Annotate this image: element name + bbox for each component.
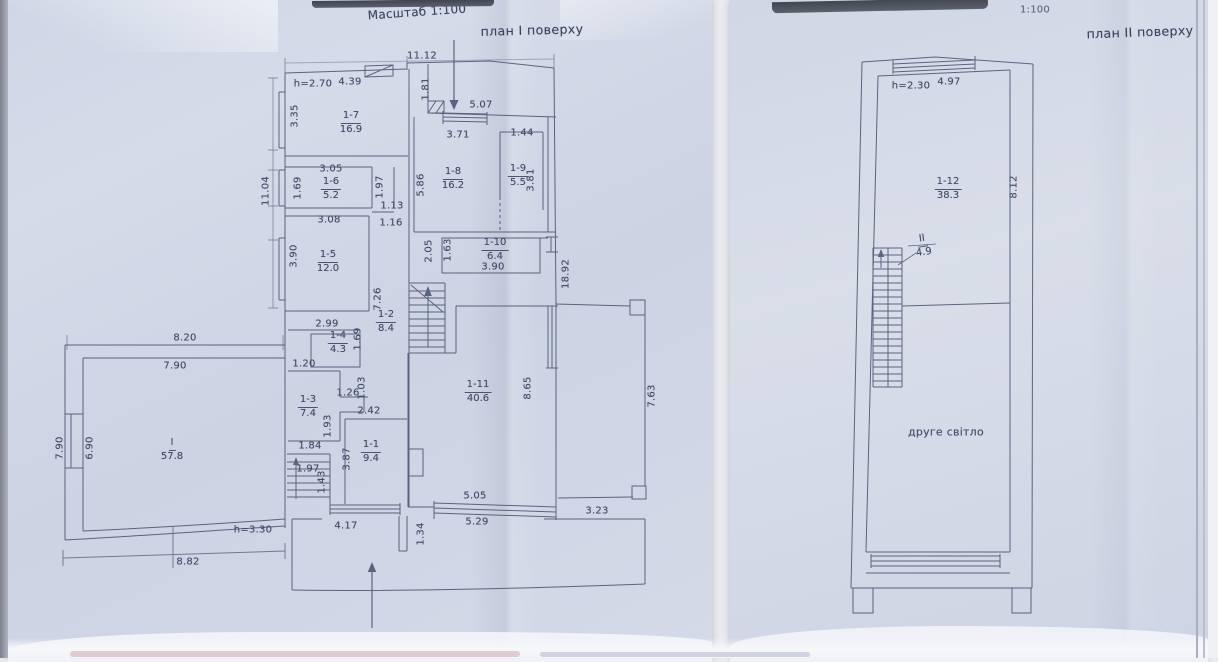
dim-label: 4.17 [334, 520, 358, 532]
height-label: h=3.30 [233, 524, 273, 536]
dim-label: 3.35 [289, 104, 301, 128]
dim-label: 1.34 [415, 522, 427, 546]
dim-label: 8.82 [176, 556, 200, 568]
room-label-1-7: 1-7 16.9 [339, 110, 363, 135]
dim-label: 5.29 [465, 516, 489, 528]
plan2-windows-icon [870, 56, 1001, 568]
dim-label: 6.90 [84, 436, 96, 460]
plan2-stairs-icon [872, 247, 903, 388]
dim-label: 1.13 [380, 200, 404, 212]
dim-label: 1.84 [298, 440, 322, 452]
room-label-1-9: 1-9 5.5 [507, 163, 529, 188]
floor-plan-page-2 [730, 0, 1208, 658]
dim-label: 3.90 [288, 244, 300, 268]
dim-label: 1.03 [356, 376, 368, 400]
dim-label: 5.05 [463, 490, 487, 502]
room-label-1-4: 1-4 4.3 [327, 330, 349, 355]
room-label-1-6: 1-6 5.2 [320, 176, 342, 201]
dim-label: 1.20 [292, 358, 316, 370]
scale-fragment-label: 1:100 [1019, 4, 1051, 16]
room-label-1-2: 1-2 8.4 [375, 309, 397, 334]
dim-label: 1.69 [352, 327, 364, 351]
dim-label: 4.39 [338, 76, 362, 88]
dim-label: 1.97 [296, 463, 320, 475]
scanner-background [0, 638, 1218, 658]
page-right-edge [1208, 0, 1218, 658]
porch-entrance-arrow-up-icon [367, 562, 377, 628]
dim-label: 3.05 [319, 163, 343, 175]
dim-label: 3.87 [341, 447, 353, 471]
stair-direction-arrow-icon [877, 249, 885, 257]
plan1-arrows [293, 40, 459, 628]
page-right-edge-line [1203, 0, 1205, 658]
dim-label: 1.81 [420, 77, 432, 101]
dim-label: 8.20 [173, 332, 197, 344]
dim-label: 11.04 [260, 176, 272, 206]
scan-color-smear [70, 651, 520, 657]
page-left-edge-shadow [0, 0, 8, 658]
scan-color-smear [540, 652, 810, 657]
plan2-arrows [877, 249, 885, 257]
dim-label: 1.16 [379, 217, 403, 229]
dim-label: 2.42 [357, 405, 381, 417]
dim-label: 8.12 [1008, 175, 1020, 199]
height-label: h=2.30 [891, 80, 931, 92]
room-label-I: I 57.8 [160, 437, 184, 462]
dim-label: 2.99 [315, 318, 339, 330]
room-label-1-8: 1-8 16.2 [441, 166, 465, 191]
dim-label: 3.08 [317, 214, 341, 226]
page-right-edge-line [1196, 0, 1198, 658]
dim-label: 18.92 [560, 259, 572, 289]
room-label-1-12: 1-12 38.3 [934, 176, 962, 201]
plan1-stairs-icon [287, 282, 446, 503]
plan1-windows-icon [65, 64, 558, 469]
stair-label: ІІ 4.9 [915, 232, 933, 259]
plan1-title: план І поверху [480, 21, 584, 39]
dim-label: 1.26 [336, 387, 360, 399]
second-light-note: друге світло [908, 425, 984, 439]
room-label-1-1: 1-1 9.4 [360, 439, 382, 464]
dim-label: 7.63 [646, 384, 658, 408]
dim-label: 1.69 [292, 176, 304, 200]
height-label: h=2.70 [293, 78, 333, 90]
dim-label: 3.23 [585, 505, 609, 517]
floor-plan-page-1 [8, 0, 712, 658]
dim-label: 1.43 [316, 470, 328, 494]
entrance-arrow-down-icon [449, 40, 459, 110]
dim-label: 1.63 [442, 238, 454, 262]
room-label-1-3: 1-3 7.4 [297, 394, 319, 419]
dim-label: 5.86 [415, 173, 427, 197]
dim-label: 8.65 [522, 376, 534, 400]
dim-label: 3.90 [481, 261, 505, 273]
dim-label: 7.26 [372, 287, 384, 311]
dim-label: 1.93 [322, 414, 334, 438]
dim-label: 7.90 [54, 436, 66, 460]
dim-label: 1.97 [374, 175, 386, 199]
dim-label: 1.44 [510, 127, 534, 139]
dim-label: 7.90 [163, 360, 187, 372]
room-label-1-10: 1-10 6.4 [481, 237, 509, 262]
dim-label: 4.97 [937, 76, 961, 88]
dim-label: 11.12 [407, 50, 437, 62]
stair-direction-arrow-icon [293, 457, 299, 465]
room-label-1-5: 1-5 12.0 [316, 249, 340, 274]
room-label-1-11: 1-11 40.6 [464, 379, 492, 404]
dim-label: 2.05 [423, 239, 435, 263]
dim-label: 5.07 [469, 99, 493, 111]
plan2-walls [850, 56, 1034, 614]
stair-direction-arrow-icon [424, 286, 432, 296]
dim-label: 3.71 [446, 129, 470, 141]
